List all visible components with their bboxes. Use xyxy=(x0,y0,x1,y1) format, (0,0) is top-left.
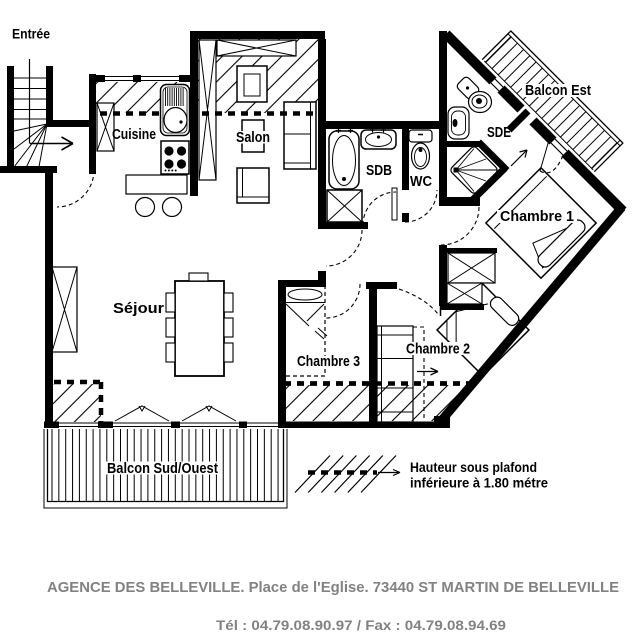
svg-text:Hauteur sous plafond: Hauteur sous plafond xyxy=(410,459,537,475)
svg-text:Chambre 3: Chambre 3 xyxy=(297,354,360,370)
svg-text:WC: WC xyxy=(410,174,432,190)
svg-text:SDE: SDE xyxy=(487,125,511,141)
svg-text:Chambre 1: Chambre 1 xyxy=(500,209,574,225)
svg-text:Séjour: Séjour xyxy=(113,301,164,317)
svg-text:Cuisine: Cuisine xyxy=(112,127,156,143)
svg-text:Balcon Est: Balcon Est xyxy=(525,83,591,99)
svg-text:Balcon Sud/Ouest: Balcon Sud/Ouest xyxy=(107,461,218,477)
svg-text:inférieure à 1.80 métre: inférieure à 1.80 métre xyxy=(410,475,548,491)
svg-text:Tél : 04.79.08.90.97 / Fax : 0: Tél : 04.79.08.90.97 / Fax : 04.79.08.94… xyxy=(216,618,506,633)
svg-text:Chambre 2: Chambre 2 xyxy=(406,342,470,358)
svg-text:Salon: Salon xyxy=(236,130,270,146)
svg-text:Entrée: Entrée xyxy=(12,27,50,42)
svg-text:SDB: SDB xyxy=(366,163,392,179)
svg-text:AGENCE DES BELLEVILLE. Place d: AGENCE DES BELLEVILLE. Place de l'Eglise… xyxy=(47,579,619,596)
